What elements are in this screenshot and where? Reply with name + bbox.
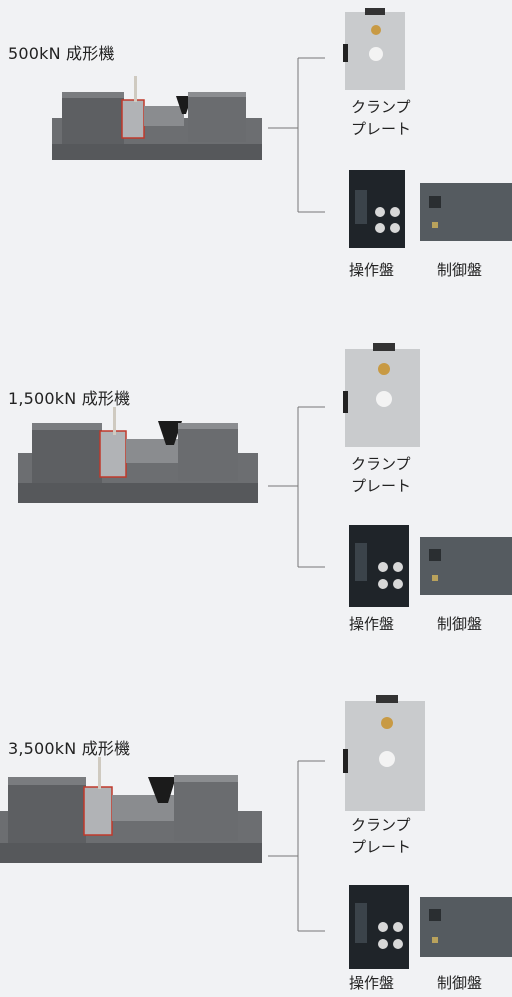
clamp-plate-label-line2: プレート <box>351 838 412 856</box>
operation-panel-image <box>349 525 409 607</box>
component-bracket <box>268 760 325 932</box>
operation-panel-image <box>349 170 405 248</box>
operation-panel-label: 操作盤 <box>349 261 395 279</box>
molding-machine-image <box>52 76 262 160</box>
control-panel-label: 制御盤 <box>437 261 483 279</box>
machine-section-3500kn: 3,500kN 成形機 クランプ プレート 操作盤 制御盤 <box>0 685 512 997</box>
clamp-plate-image <box>343 343 420 447</box>
molding-machine-image <box>18 407 258 503</box>
clamp-plate-label-line2: プレート <box>351 477 412 495</box>
operation-panel-image <box>349 885 409 969</box>
control-panel-label: 制御盤 <box>437 615 483 633</box>
machine-section-500kn: 500kN 成形機 クランプ プレート 操作盤 制御盤 <box>0 0 512 300</box>
clamp-plate-label-line2: プレート <box>351 120 412 138</box>
clamp-plate-image <box>343 8 405 90</box>
section-graphics <box>52 8 512 248</box>
machine-title: 500kN 成形機 <box>8 44 115 63</box>
operation-panel-label: 操作盤 <box>349 974 395 992</box>
control-panel-image <box>420 537 512 595</box>
molding-machine-image <box>0 757 262 863</box>
clamp-plate-label-line1: クランプ <box>351 455 411 473</box>
clamp-plate-label-line1: クランプ <box>351 98 411 116</box>
section-graphics <box>18 343 512 607</box>
clamp-plate-label-line1: クランプ <box>351 816 411 834</box>
control-panel-image <box>420 897 512 957</box>
machine-section-1500kn: 1,500kN 成形機 クランプ プレート 操作盤 制御盤 <box>0 335 512 645</box>
component-bracket <box>268 57 325 213</box>
machine-title: 3,500kN 成形機 <box>8 739 131 758</box>
control-panel-image <box>420 183 512 241</box>
machine-title: 1,500kN 成形機 <box>8 389 131 408</box>
component-bracket <box>268 406 325 568</box>
clamp-plate-image <box>343 695 425 811</box>
operation-panel-label: 操作盤 <box>349 615 395 633</box>
section-graphics <box>0 695 512 969</box>
control-panel-label: 制御盤 <box>437 974 483 992</box>
